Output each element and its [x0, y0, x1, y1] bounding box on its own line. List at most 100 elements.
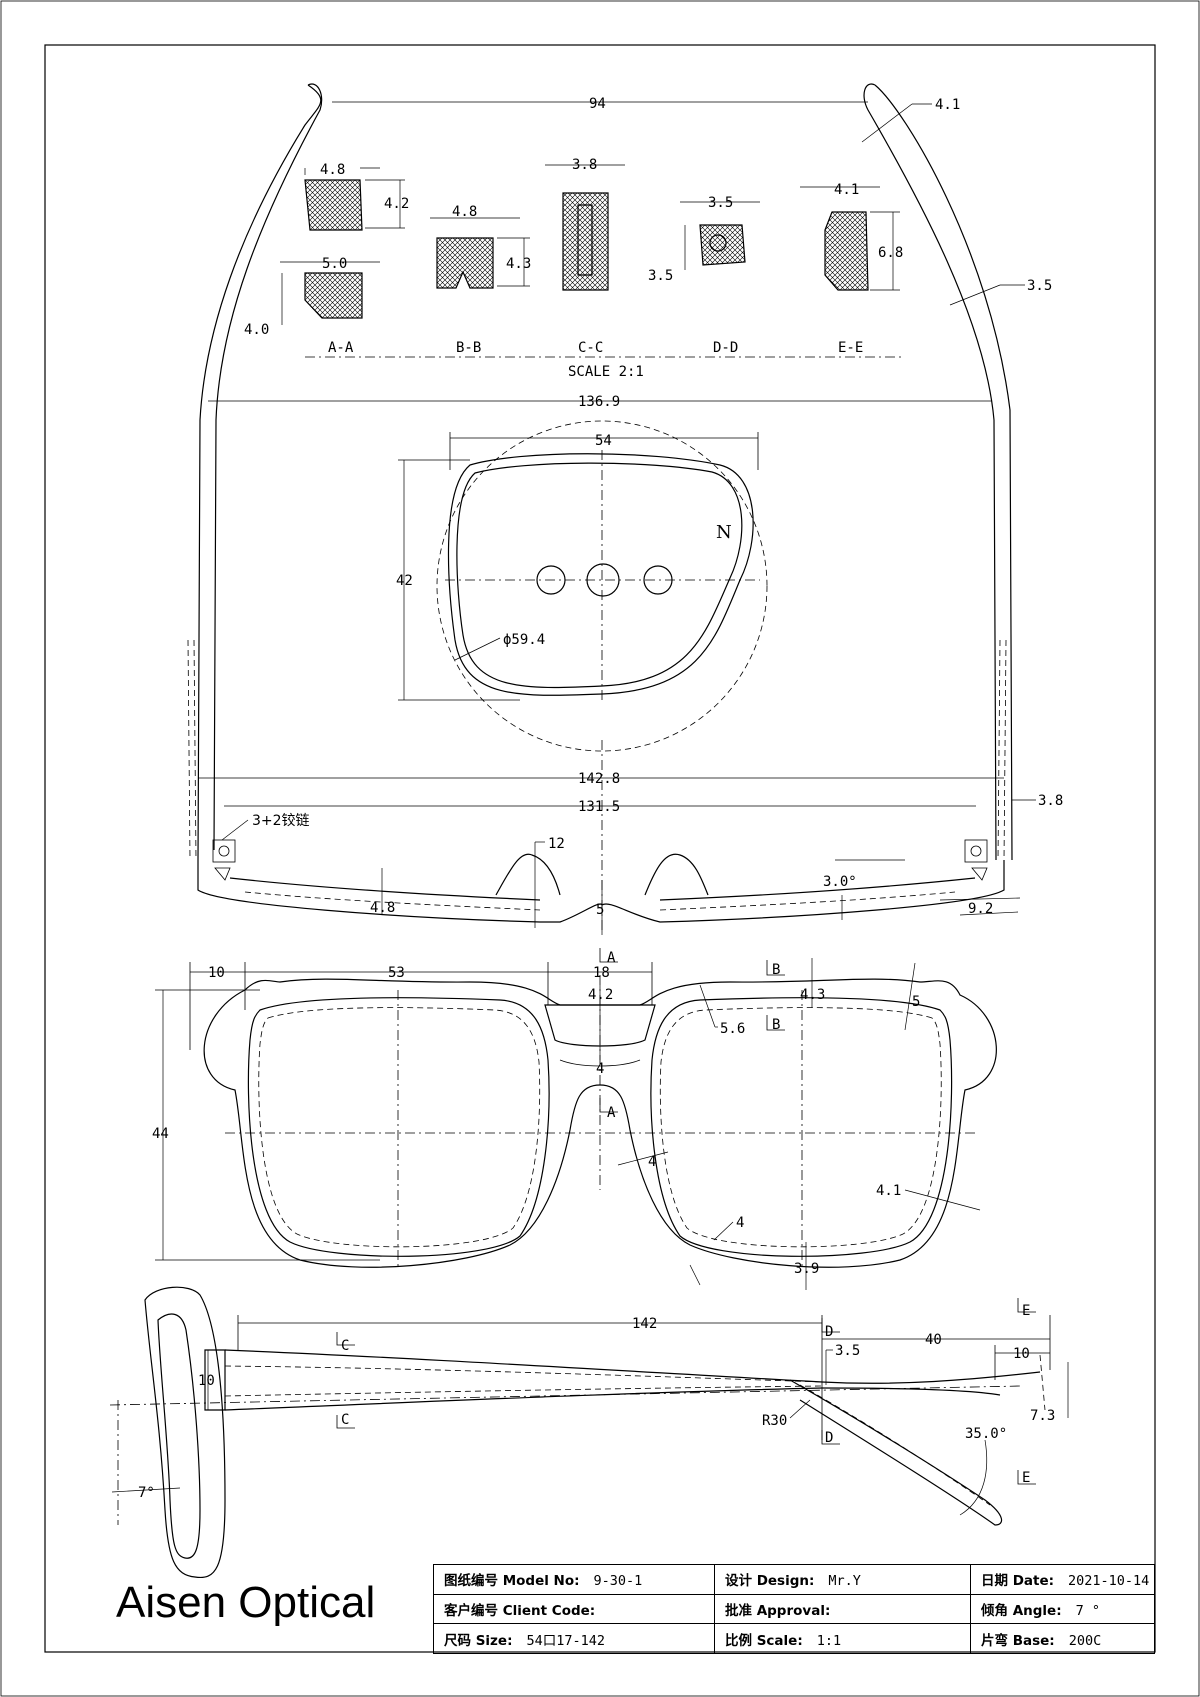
dim-35-angle: 35.0°: [959, 1426, 1007, 1516]
dim-40-text: 40: [925, 1332, 942, 1348]
dim-4-2: 4.2: [588, 985, 613, 1060]
tb-angle: 倾角 Angle:7 °: [970, 1593, 1155, 1625]
section-C-C: 3.8: [545, 157, 625, 291]
dim-5-corner-text: 5: [912, 994, 920, 1010]
mark-a-bottom: A: [607, 1105, 616, 1121]
mark-b-bottom: B: [772, 1017, 780, 1033]
dim-5-bridge-text: 5: [596, 902, 604, 918]
dim-44-text: 44: [152, 1126, 169, 1142]
mark-d-top: D: [825, 1324, 833, 1340]
dim-131-5-text: 131.5: [578, 799, 620, 815]
dim-7-deg: 7°: [111, 1485, 181, 1501]
dim-3-8-text: 3.8: [1038, 793, 1063, 809]
dim-5-6: 5.6: [699, 984, 745, 1037]
tb-approval: 批准 Approval:: [714, 1593, 971, 1625]
sec-aa-height: 4.0: [244, 322, 269, 338]
tb-size-key: 尺码 Size:: [444, 1632, 513, 1649]
dim-94: 94: [332, 96, 868, 112]
dim-35-angle-text: 35.0°: [965, 1426, 1007, 1442]
label-d-d: D-D: [713, 340, 738, 356]
dim-131-5: 131.5: [224, 799, 976, 815]
dim-10-endpiece-text: 10: [208, 965, 225, 981]
dim-R30: R30: [762, 1399, 811, 1429]
label-c-c: C-C: [578, 340, 603, 356]
lens-side-mark: N: [716, 522, 732, 543]
sec-dd-height: 3.5: [648, 268, 673, 284]
dim-142-8: 142.8: [198, 771, 1004, 787]
dim-10-tip: 10: [994, 1345, 1050, 1380]
dim-4-side-text: 4: [648, 1154, 656, 1170]
dim-4-1-tip: 4.1: [861, 97, 960, 143]
dim-53: 53: [245, 962, 549, 1005]
mark-e-bottom: E: [1022, 1470, 1030, 1486]
tb-base: 片弯 Base: 200C: [970, 1623, 1155, 1654]
dim-3-8: 3.8: [1012, 793, 1063, 809]
sec-aa-top-height: 4.2: [384, 196, 409, 212]
dim-142-8-text: 142.8: [578, 771, 620, 787]
tb-approval-key: 批准 Approval:: [725, 1602, 831, 1619]
dim-3-5-temple-text: 3.5: [1027, 278, 1052, 294]
dim-136-9: 136.9: [208, 394, 992, 410]
label-e-e: E-E: [838, 340, 863, 356]
hinge-label-text: 3+2铰链: [252, 813, 310, 829]
dim-3-0-angle: 3.0°: [823, 859, 905, 920]
tb-scale-val: 1:1: [816, 1632, 842, 1649]
tb-date-val: 2021-10-14: [1068, 1573, 1150, 1590]
sec-aa-width: 5.0: [322, 256, 347, 272]
tb-design: 设计 Design:Mr.Y: [714, 1564, 971, 1595]
section-D-D: 3.5 3.5: [648, 195, 760, 284]
dim-5-corner: 5: [904, 962, 920, 1031]
lens-height-text: 42: [396, 573, 413, 589]
dim-10-tip-text: 10: [1013, 1346, 1030, 1362]
sec-ee-width: 4.1: [834, 182, 859, 198]
dim-4-1-tip-text: 4.1: [935, 97, 960, 113]
dim-9-2-text: 9.2: [968, 901, 993, 917]
dim-4-3-text: 4.3: [800, 987, 825, 1003]
tb-size: 尺码 Size: 54口17-142: [433, 1623, 715, 1654]
dim-5-6-text: 5.6: [720, 1021, 745, 1037]
dim-7-3-text: 7.3: [1030, 1408, 1055, 1424]
mark-d-bottom: D: [825, 1430, 833, 1446]
dim-3-9-text: 3.9: [794, 1261, 819, 1277]
dim-3-5-temple: 3.5: [949, 278, 1052, 306]
tb-scale-key: 比例 Scale:: [725, 1632, 803, 1649]
dim-4-8-front: 4.8: [370, 868, 395, 916]
title-block: 图纸编号 Model No:9-30-1 设计 Design:Mr.Y 日期 D…: [433, 1564, 1155, 1654]
dim-7-3: 7.3: [1030, 1362, 1069, 1424]
dim-4-bridge-text: 4: [596, 1061, 604, 1077]
dim-4-bridge: 4: [596, 1061, 604, 1077]
section-A-A: 4.8 4.2 5.0 4.0: [244, 162, 409, 338]
section-E-E: 4.1 6.8: [800, 182, 903, 291]
hinge-label: 3+2铰链: [221, 813, 310, 841]
dim-53-text: 53: [388, 965, 405, 981]
side-view: [109, 1286, 1046, 1579]
dim-142: 142: [237, 1315, 822, 1350]
tb-base-key: 片弯 Base:: [981, 1632, 1055, 1649]
dim-4-3: 4.3: [800, 958, 825, 1008]
dim-44: 44: [152, 989, 380, 1261]
tb-base-val: 200C: [1068, 1632, 1102, 1649]
dim-3-5-bend-text: 3.5: [835, 1343, 860, 1359]
tb-design-val: Mr.Y: [828, 1573, 861, 1590]
tb-size-val: 54口17-142: [526, 1632, 605, 1649]
dim-4-bottom-corner-text: 4: [736, 1215, 744, 1231]
dim-4-bottom-corner: 4: [689, 1215, 744, 1286]
dim-7-deg-text: 7°: [138, 1485, 155, 1501]
lens-width-text: 54: [595, 433, 612, 449]
dim-R30-text: R30: [762, 1413, 787, 1429]
dim-12: 12: [534, 836, 565, 928]
lens-diameter-text: ϕ59.4: [503, 632, 545, 648]
mark-c-top: C: [341, 1338, 349, 1354]
sec-bb-width: 4.8: [452, 204, 477, 220]
tb-client-key: 客户编号 Client Code:: [444, 1602, 596, 1619]
dim-4-1-rim: 4.1: [876, 1183, 981, 1211]
dim-4-8-front-text: 4.8: [370, 900, 395, 916]
top-view-temples: [187, 83, 1013, 861]
dim-4-2-text: 4.2: [588, 987, 613, 1003]
sec-ee-height: 6.8: [878, 245, 903, 261]
sec-aa-top-width: 4.8: [320, 162, 345, 178]
sec-cc-width: 3.8: [572, 157, 597, 173]
section-marks-front: A A B B: [599, 948, 785, 1121]
dim-142-text: 142: [632, 1316, 657, 1332]
